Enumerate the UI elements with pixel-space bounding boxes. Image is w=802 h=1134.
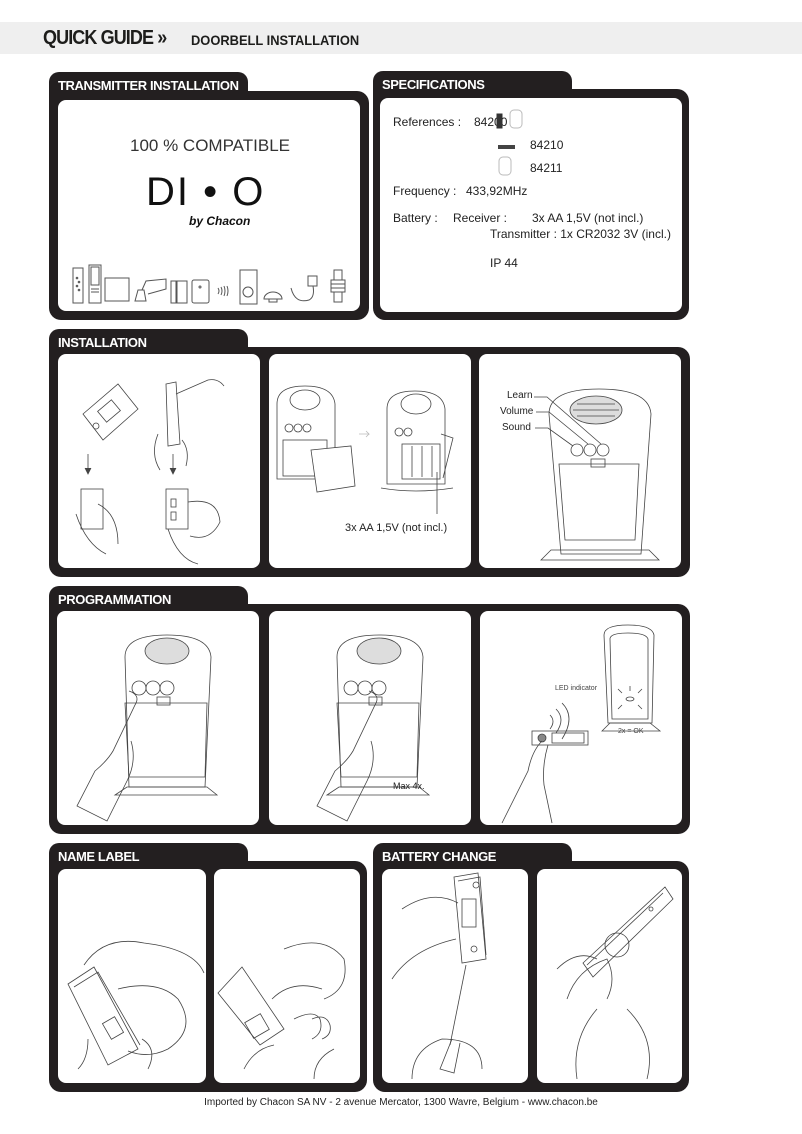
- receiver-white-thumbnail-icon: [498, 156, 512, 176]
- installation-step-3: Learn Volume Sound: [479, 354, 681, 568]
- press-learn-illustration: [76, 634, 219, 822]
- wall-remote-icon: [88, 264, 102, 304]
- battery-change-step-2: [537, 869, 682, 1083]
- programmation-step-3: LED indicator 2x = OK: [480, 611, 682, 825]
- page-subtitle: DOORBELL INSTALLATION: [191, 32, 360, 48]
- programmation-step-2: Max 4x.: [269, 611, 471, 825]
- insert-name-label-illustration: [217, 942, 346, 1080]
- reference-84210: 84210: [530, 138, 564, 152]
- dio-logo: DI • O: [146, 170, 266, 214]
- led-indicator-label: LED indicator: [555, 685, 598, 692]
- header-band: [0, 22, 802, 54]
- screwdriver-icon: [449, 964, 467, 1046]
- open-label-cover-illustration: [67, 940, 205, 1070]
- socket-switch-icon: [191, 279, 210, 304]
- cable-module-icon: [290, 275, 318, 302]
- device-icons-row: [72, 264, 346, 305]
- outdoor-light-icon: [134, 278, 167, 302]
- ip-rating: IP 44: [490, 256, 518, 270]
- replace-coin-battery-illustration: [556, 886, 674, 1080]
- dio-logo-byline: by Chacon: [189, 214, 251, 228]
- battery-note: 3x AA 1,5V (not incl.): [345, 522, 448, 534]
- transmitter-mounting-illustration: [75, 379, 225, 565]
- ok-note: 2x = OK: [618, 728, 644, 735]
- led-indicator-icon: [625, 696, 635, 702]
- battery-change-step-1: [382, 869, 528, 1083]
- radio-waves-icon: [549, 702, 570, 740]
- max-press-note: Max 4x.: [393, 781, 425, 791]
- installation-step-1: [58, 354, 260, 568]
- receiver-label: Receiver :: [453, 211, 508, 225]
- transmitter-battery-line: Transmitter : 1x CR2032 3V (incl.): [490, 227, 671, 241]
- transmitter-thumbnail-icon: [498, 145, 515, 149]
- compatibility-panel: 100 % COMPATIBLE DI • O by Chacon: [58, 100, 360, 311]
- page-title: QUICK GUIDE »: [43, 27, 167, 49]
- name-label-step-2: [214, 869, 360, 1083]
- keypad-remote-icon: [72, 267, 84, 304]
- receiver-battery-value: 3x AA 1,5V (not incl.): [532, 211, 644, 225]
- battery-label: Battery :: [393, 211, 438, 225]
- frequency-value: 433,92MHz: [466, 184, 528, 198]
- name-label-step-1: [58, 869, 206, 1083]
- coin-battery-icon: [604, 932, 630, 958]
- sound-label: Sound: [502, 422, 531, 433]
- learn-label: Learn: [507, 390, 533, 401]
- bulb-socket-icon: [330, 269, 346, 303]
- volume-label: Volume: [500, 406, 534, 417]
- dimmer-module-icon: [263, 291, 283, 303]
- plug-socket-icon: [239, 269, 258, 305]
- receiver-buttons-illustration: [534, 388, 660, 561]
- door-sensor-icon: [170, 280, 188, 304]
- transmitter-pairing-illustration: [501, 624, 662, 824]
- reference-thumbnails: [496, 109, 523, 176]
- square-switch-icon: [104, 277, 130, 302]
- compatible-text: 100 % COMPATIBLE: [130, 136, 290, 155]
- footer-importer-info: Imported by Chacon SA NV - 2 avenue Merc…: [204, 1097, 598, 1108]
- open-transmitter-screwdriver-illustration: [391, 872, 487, 1080]
- radio-waves-icon: [217, 285, 229, 297]
- programmation-step-1: [57, 611, 259, 825]
- frequency-label: Frequency :: [393, 184, 457, 198]
- press-sound-illustration: [316, 634, 431, 822]
- specifications-panel: References : 84200 84210 84211 Frequency…: [380, 98, 682, 312]
- installation-step-2: 3x AA 1,5V (not incl.): [269, 354, 471, 568]
- references-label: References :: [393, 115, 462, 129]
- battery-insertion-illustration: [276, 385, 454, 514]
- receiver-thumbnail-icon: [496, 109, 523, 129]
- reference-84211: 84211: [530, 161, 563, 175]
